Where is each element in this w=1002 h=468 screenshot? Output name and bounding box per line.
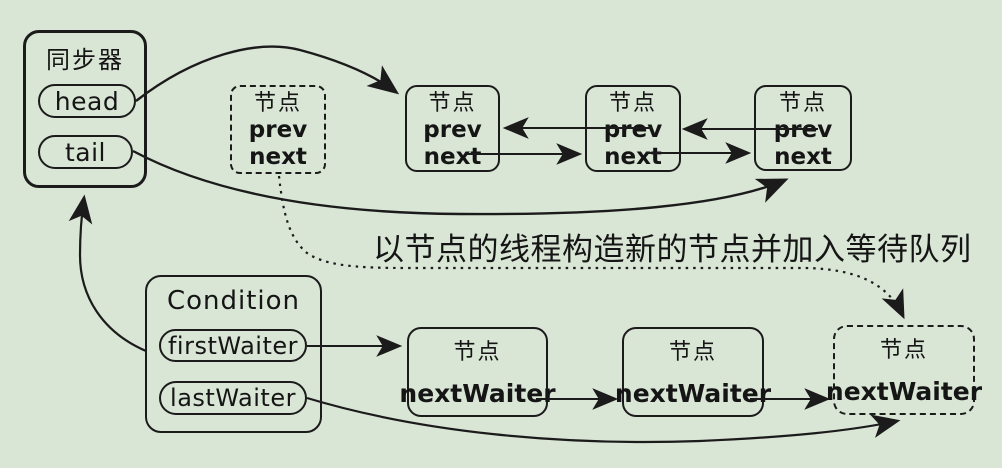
node-next-waiter-label: nextWaiter bbox=[614, 379, 772, 408]
sync-queue-node-2: 节点 prev next bbox=[585, 85, 681, 172]
synchronizer-box bbox=[23, 30, 147, 188]
condition-title: Condition bbox=[166, 286, 301, 316]
node-next-label: next bbox=[604, 144, 662, 170]
sync-queue-node-3: 节点 prev next bbox=[754, 85, 852, 171]
node-next-waiter-label: nextWaiter bbox=[399, 379, 556, 408]
sync-queue-node-1: 节点 prev next bbox=[405, 85, 500, 172]
tail-field: tail bbox=[38, 135, 133, 169]
node-title: 节点 bbox=[668, 340, 717, 365]
synchronizer-title: 同步器 bbox=[46, 46, 124, 74]
node-prev-label: prev bbox=[773, 117, 833, 143]
node-next-label: next bbox=[423, 144, 482, 170]
pending-node-prev-label: prev bbox=[248, 117, 308, 143]
last-waiter-field: lastWaiter bbox=[159, 381, 307, 415]
wait-queue-node-3-dashed: 节点 nextWaiter bbox=[826, 325, 982, 415]
node-title: 节点 bbox=[453, 340, 502, 365]
wait-queue-node-2: 节点 nextWaiter bbox=[615, 327, 771, 417]
node-next-waiter-label: nextWaiter bbox=[825, 377, 983, 406]
pending-node-title: 节点 bbox=[253, 91, 302, 116]
wait-queue-node-1: 节点 nextWaiter bbox=[399, 327, 556, 417]
node-title: 节点 bbox=[778, 91, 827, 116]
node-prev-label: prev bbox=[423, 117, 482, 143]
pending-node: 节点 prev next bbox=[230, 85, 326, 174]
first-waiter-field: firstWaiter bbox=[159, 329, 307, 362]
condition-box bbox=[145, 275, 322, 433]
node-title: 节点 bbox=[428, 91, 477, 116]
node-title: 节点 bbox=[879, 338, 928, 363]
node-prev-label: prev bbox=[603, 117, 663, 143]
node-title: 节点 bbox=[608, 91, 657, 116]
last-waiter-to-wnode3-arrow bbox=[306, 396, 901, 444]
node-next-label: next bbox=[774, 144, 832, 170]
pending-node-next-label: next bbox=[249, 144, 307, 170]
caption-text: 以节点的线程构造新的节点并加入等待队列 bbox=[373, 232, 972, 268]
head-field: head bbox=[38, 84, 136, 118]
condition-to-synchronizer-arrow bbox=[68, 194, 147, 353]
